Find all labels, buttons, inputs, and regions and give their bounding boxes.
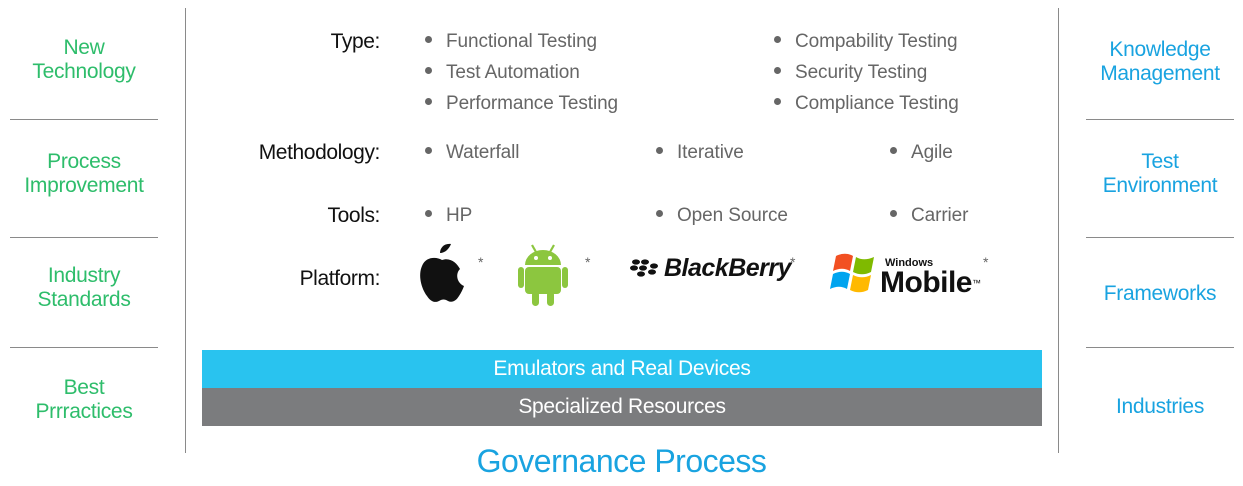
tools-label: Tools: <box>327 204 381 227</box>
right-vertical-divider <box>1058 8 1059 453</box>
windows-mobile-trademark: ™ <box>972 278 981 288</box>
type-item: Compliance Testing <box>774 92 959 116</box>
tools-item: Carrier <box>890 204 968 228</box>
platform-asterisk: * <box>983 254 989 270</box>
divider <box>10 237 158 238</box>
left-item-line: Industry <box>47 264 121 287</box>
platform-label: Platform: <box>299 267 381 290</box>
platform-asterisk: * <box>790 254 796 270</box>
left-item-line: Prrractices <box>35 400 133 423</box>
right-item-line: Industries <box>1115 395 1205 418</box>
emulators-bar: Emulators and Real Devices <box>202 350 1042 388</box>
windows-mobile-big-text: Mobile <box>880 266 973 299</box>
type-item: Test Automation <box>425 61 580 85</box>
type-item: Security Testing <box>774 61 927 85</box>
left-item-line: Standards <box>37 288 131 311</box>
platform-asterisk: * <box>478 254 484 270</box>
android-logo-icon <box>518 243 568 312</box>
blackberry-logo-icon <box>630 258 660 278</box>
left-item-line: Best <box>63 376 105 399</box>
divider <box>10 347 158 348</box>
left-item-line: Process <box>47 150 121 173</box>
right-item-line: Frameworks <box>1103 282 1217 305</box>
left-item-line: Improvement <box>24 174 144 197</box>
methodology-item: Iterative <box>656 141 744 165</box>
left-item-process-improvement: Process Improvement <box>10 150 158 198</box>
type-item: Performance Testing <box>425 92 618 116</box>
windows-mobile-small-text: Windows <box>885 257 934 269</box>
platform-asterisk: * <box>585 254 591 270</box>
tools-item: Open Source <box>656 204 788 228</box>
governance-process-title: Governance Process <box>476 443 767 479</box>
right-item-knowledge-management: Knowledge Management <box>1086 38 1234 86</box>
blackberry-wordmark: BlackBerry <box>664 254 792 282</box>
right-item-line: Management <box>1100 62 1220 85</box>
divider <box>1086 347 1234 348</box>
divider <box>1086 119 1234 120</box>
type-item: Compability Testing <box>774 30 958 54</box>
methodology-item: Agile <box>890 141 953 165</box>
left-vertical-divider <box>185 8 186 453</box>
apple-logo-icon <box>418 238 466 309</box>
left-item-line: New <box>63 36 105 59</box>
right-item-test-environment: Test Environment <box>1086 150 1234 198</box>
specialized-resources-bar: Specialized Resources <box>202 388 1042 426</box>
windows-flag-icon <box>830 250 880 299</box>
type-label: Type: <box>330 30 381 53</box>
tools-item: HP <box>425 204 472 228</box>
left-item-best-practices: Best Prrractices <box>10 376 158 424</box>
left-item-line: Technology <box>32 60 136 83</box>
divider <box>1086 237 1234 238</box>
type-item: Functional Testing <box>425 30 597 54</box>
right-item-line: Test <box>1141 150 1179 173</box>
right-item-frameworks: Frameworks <box>1086 282 1234 306</box>
right-item-industries: Industries <box>1086 395 1234 419</box>
right-item-line: Knowledge <box>1109 38 1211 61</box>
left-item-new-technology: New Technology <box>10 36 158 84</box>
methodology-item: Waterfall <box>425 141 519 165</box>
right-item-line: Environment <box>1102 174 1218 197</box>
divider <box>10 119 158 120</box>
left-item-industry-standards: Industry Standards <box>10 264 158 312</box>
methodology-label: Methodology: <box>258 141 381 164</box>
